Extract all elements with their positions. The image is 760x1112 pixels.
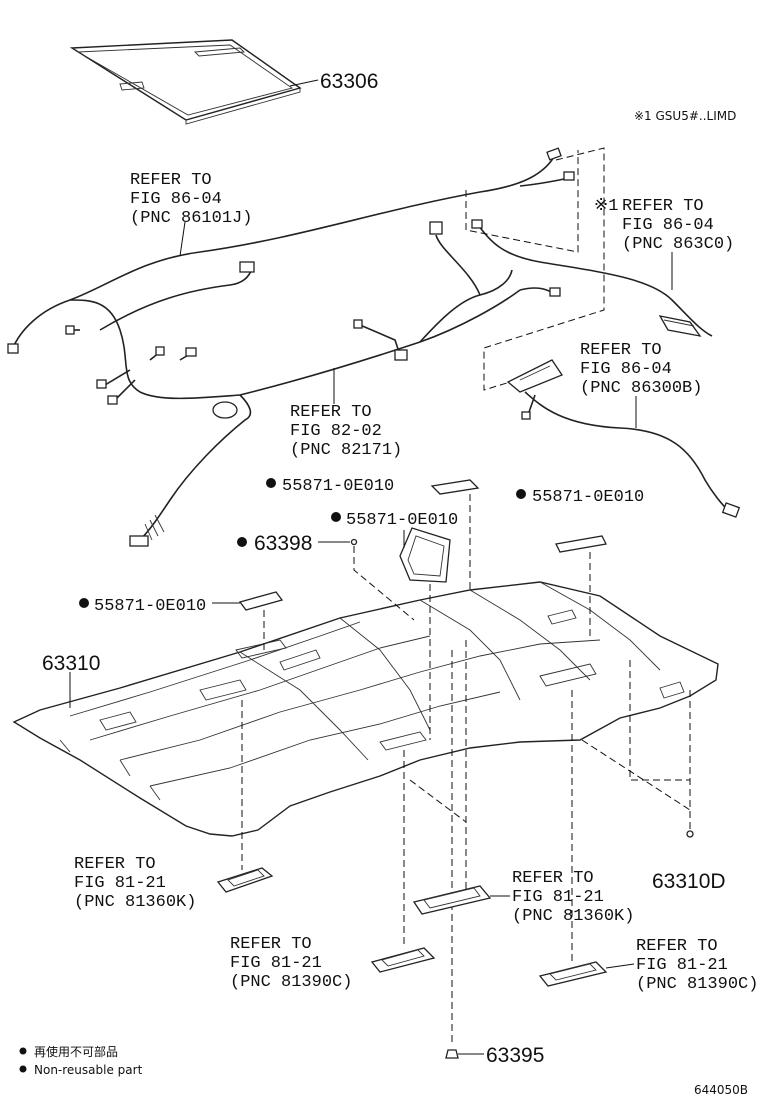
svg-text:(PNC 863C0): (PNC 863C0) <box>622 235 734 254</box>
ref-label-81390c-left: REFER TO FIG 81-21 (PNC 81390C) <box>230 935 352 992</box>
svg-text:(PNC 86300B): (PNC 86300B) <box>580 379 702 398</box>
clip-55871-c <box>555 535 607 553</box>
ref-label-86101j: REFER TO FIG 86-04 (PNC 86101J) <box>130 171 252 228</box>
non-reusable-marker <box>516 489 526 499</box>
svg-text:FIG 86-04: FIG 86-04 <box>130 190 222 209</box>
lamp-81360k-right <box>412 885 492 915</box>
part-number-63398: 63398 <box>254 532 312 555</box>
figure-code: 644050B <box>694 1083 748 1097</box>
legend-en: Non-reusable part <box>34 1063 143 1077</box>
svg-text:FIG 81-21: FIG 81-21 <box>74 874 166 893</box>
ref-label-82171: REFER TO FIG 82-02 (PNC 82171) <box>290 403 402 460</box>
part-number-63310: 63310 <box>42 652 100 675</box>
ref-label-81390c-right: REFER TO FIG 81-21 (PNC 81390C) <box>636 937 758 994</box>
svg-text:REFER TO: REFER TO <box>512 869 594 888</box>
part-number-clip-4: 55871-0E010 <box>94 597 206 616</box>
wire-harness-86101j <box>7 147 575 547</box>
legend-bullet-icon <box>19 1065 27 1073</box>
part-number-63395: 63395 <box>486 1044 544 1067</box>
svg-text:FIG 81-21: FIG 81-21 <box>230 954 322 973</box>
ref-label-863c0: REFER TO FIG 86-04 (PNC 863C0) <box>622 197 734 254</box>
svg-text:(PNC 86101J): (PNC 86101J) <box>130 209 252 228</box>
svg-text:REFER TO: REFER TO <box>130 171 212 190</box>
svg-text:(PNC 81390C): (PNC 81390C) <box>230 973 352 992</box>
lamp-81390c-right <box>538 961 608 987</box>
ref-label-86300b: REFER TO FIG 86-04 (PNC 86300B) <box>580 341 702 398</box>
part-number-63310d: 63310D <box>652 870 726 893</box>
svg-text:FIG 81-21: FIG 81-21 <box>512 888 604 907</box>
non-reusable-marker <box>266 478 276 488</box>
legend-bullet-icon <box>19 1047 27 1055</box>
clip-55871-b <box>399 527 451 583</box>
svg-text:REFER TO: REFER TO <box>290 403 372 422</box>
wire-harness-863c0 <box>471 219 713 337</box>
wire-harness-86300b <box>506 359 741 518</box>
ref-label-81360k-right: REFER TO FIG 81-21 (PNC 81360K) <box>512 869 634 926</box>
part-number-clip-2: 55871-0E010 <box>346 511 458 530</box>
svg-text:(PNC 82171): (PNC 82171) <box>290 441 402 460</box>
part-number-clip-1: 55871-0E010 <box>282 477 394 496</box>
svg-text:FIG 86-04: FIG 86-04 <box>580 360 672 379</box>
non-reusable-marker <box>79 598 89 608</box>
panel-63306 <box>69 39 302 125</box>
svg-text:(PNC 81360K): (PNC 81360K) <box>74 893 196 912</box>
svg-text:REFER TO: REFER TO <box>580 341 662 360</box>
non-reusable-marker <box>331 512 341 522</box>
legend: 再使用不可部品 Non-reusable part <box>19 1044 143 1077</box>
svg-text:REFER TO: REFER TO <box>74 855 156 874</box>
part-number-clip-3: 55871-0E010 <box>532 488 644 507</box>
clip-55871-d <box>238 591 284 611</box>
svg-text:REFER TO: REFER TO <box>230 935 312 954</box>
svg-text:REFER TO: REFER TO <box>636 937 718 956</box>
clip-55871-a <box>430 479 480 495</box>
svg-text:FIG 86-04: FIG 86-04 <box>622 216 714 235</box>
svg-text:(PNC 81360K): (PNC 81360K) <box>512 907 634 926</box>
applicability-note: ※1 GSU5#..LIMD <box>634 109 736 123</box>
legend-jp: 再使用不可部品 <box>34 1044 118 1059</box>
part-number-63306: 63306 <box>320 70 378 93</box>
svg-text:(PNC 81390C): (PNC 81390C) <box>636 975 758 994</box>
lamp-81360k-left <box>216 867 274 893</box>
svg-text:FIG 82-02: FIG 82-02 <box>290 422 382 441</box>
svg-text:FIG 81-21: FIG 81-21 <box>636 956 728 975</box>
headliner-63310 <box>12 581 719 837</box>
ref-mark-1: ※1 <box>594 197 618 216</box>
lamp-81390c-left <box>370 947 436 973</box>
non-reusable-marker <box>237 537 247 547</box>
svg-text:REFER TO: REFER TO <box>622 197 704 216</box>
ref-label-81360k-left: REFER TO FIG 81-21 (PNC 81360K) <box>74 855 196 912</box>
